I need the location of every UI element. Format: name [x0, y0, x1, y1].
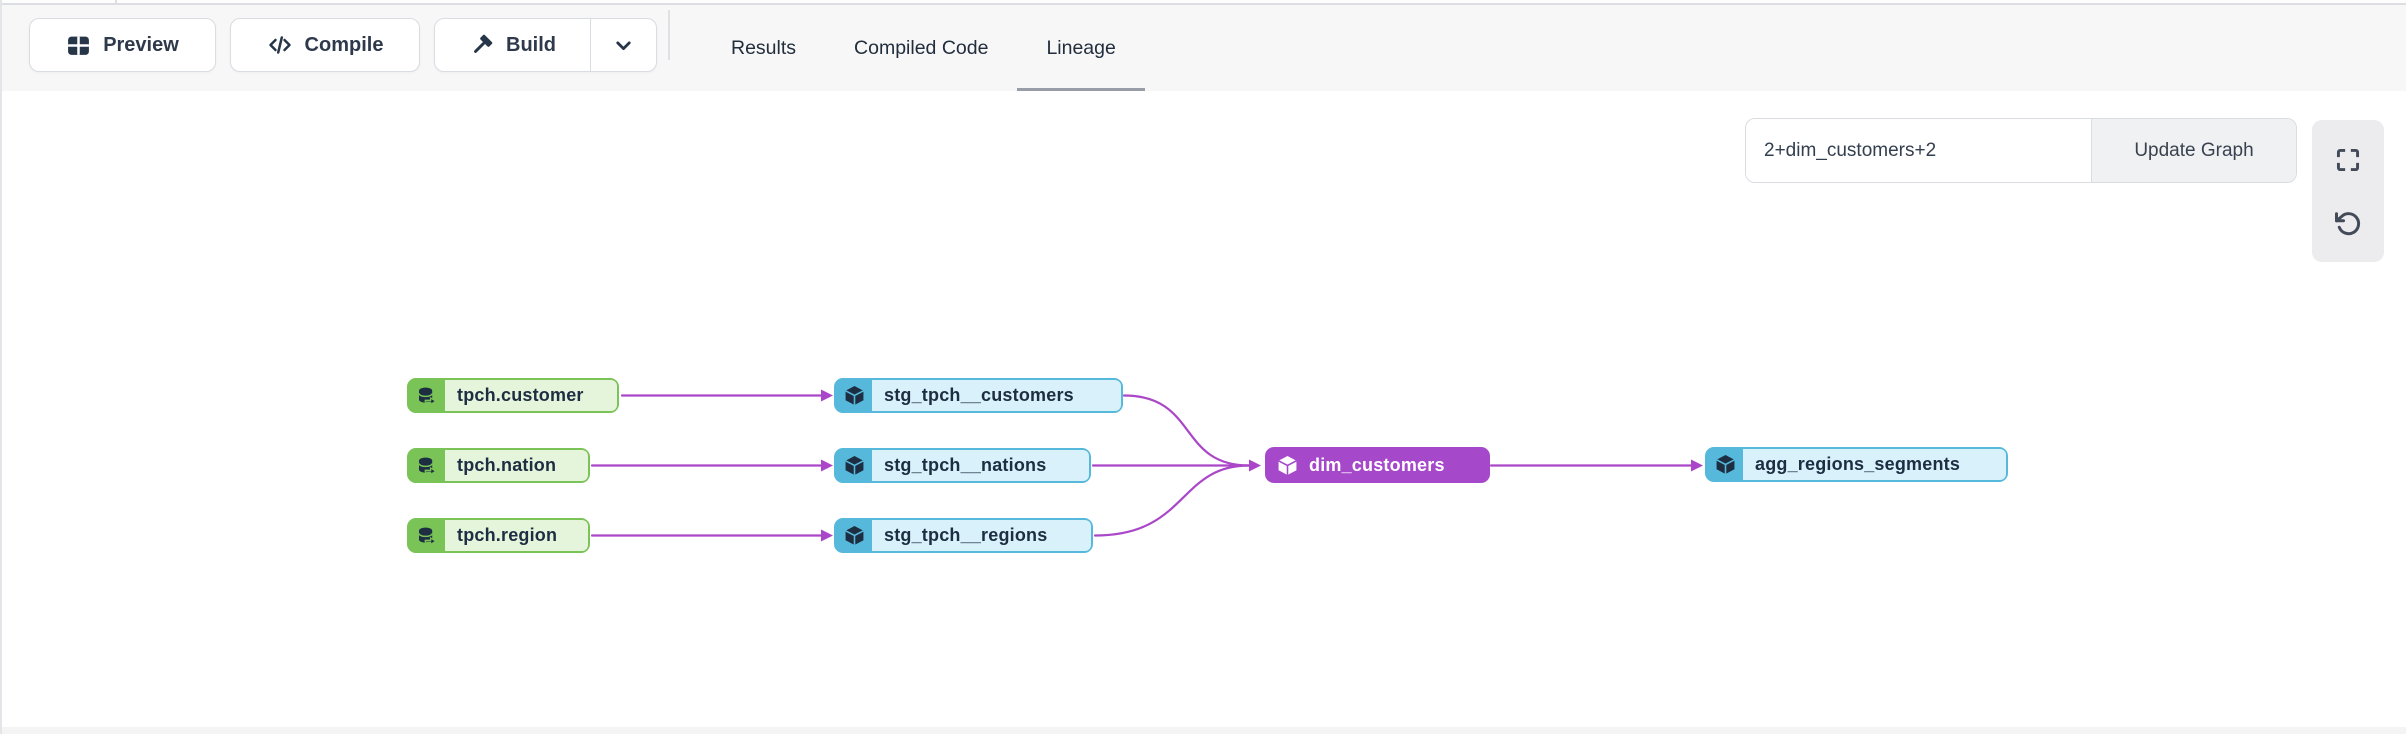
top-pane-edge [2, 0, 2406, 5]
database-source-icon [409, 450, 445, 481]
node-label: tpch.nation [445, 450, 588, 481]
fullscreen-button[interactable] [2326, 138, 2370, 182]
lineage-node-stg-tpch-customers[interactable]: stg_tpch__customers [834, 378, 1123, 413]
database-source-icon [409, 520, 445, 551]
code-icon [268, 36, 291, 54]
lineage-node-stg-tpch-nations[interactable]: stg_tpch__nations [834, 448, 1091, 483]
node-label: dim_customers [1309, 454, 1445, 475]
lineage-node-dim-customers[interactable]: dim_customers [1265, 447, 1490, 483]
fullscreen-icon [2336, 148, 2360, 171]
node-label: agg_regions_segments [1743, 449, 2006, 480]
model-cube-icon [836, 450, 872, 481]
build-button[interactable]: Build [435, 19, 590, 71]
build-button-label: Build [506, 33, 556, 56]
lineage-selector-group: Update Graph [1745, 118, 2297, 183]
tab-lineage[interactable]: Lineage [1017, 5, 1146, 93]
hammer-icon [474, 34, 493, 53]
toolbar: Preview Compile Build [2, 5, 2406, 93]
bottom-pane-edge [2, 727, 2406, 734]
reset-icon [2334, 211, 2361, 235]
node-label: stg_tpch__customers [872, 380, 1121, 411]
graph-controls-panel [2312, 120, 2384, 262]
build-button-group: Build [434, 18, 657, 72]
model-cube-icon [836, 520, 872, 551]
result-tabs: Results Compiled Code Lineage [702, 5, 1146, 93]
model-cube-icon [1267, 449, 1301, 481]
preview-button[interactable]: Preview [29, 18, 216, 72]
chevron-down-icon [616, 40, 631, 50]
lineage-node-tpch-region[interactable]: tpch.region [407, 518, 590, 553]
node-label: tpch.region [445, 520, 588, 551]
compile-button[interactable]: Compile [230, 18, 420, 72]
lineage-canvas[interactable] [2, 91, 2406, 727]
model-cube-icon [1707, 449, 1743, 480]
lineage-node-tpch-customer[interactable]: tpch.customer [407, 378, 619, 413]
toolbar-divider [668, 10, 670, 60]
database-source-icon [409, 380, 445, 411]
update-graph-button[interactable]: Update Graph [2091, 119, 2296, 182]
node-label: stg_tpch__regions [872, 520, 1091, 551]
node-label: tpch.customer [445, 380, 617, 411]
tab-compiled-code[interactable]: Compiled Code [854, 36, 989, 59]
lineage-node-agg-regions-segments[interactable]: agg_regions_segments [1705, 447, 2008, 482]
lineage-selector-input[interactable] [1746, 119, 2091, 182]
lineage-node-tpch-nation[interactable]: tpch.nation [407, 448, 590, 483]
lineage-node-stg-tpch-regions[interactable]: stg_tpch__regions [834, 518, 1093, 553]
preview-button-label: Preview [103, 33, 179, 56]
node-label: stg_tpch__nations [872, 450, 1089, 481]
table-icon [68, 36, 90, 55]
build-options-dropdown[interactable] [590, 19, 656, 71]
tab-results[interactable]: Results [731, 36, 797, 59]
model-cube-icon [836, 380, 872, 411]
compile-button-label: Compile [304, 33, 384, 56]
reset-view-button[interactable] [2326, 201, 2370, 245]
